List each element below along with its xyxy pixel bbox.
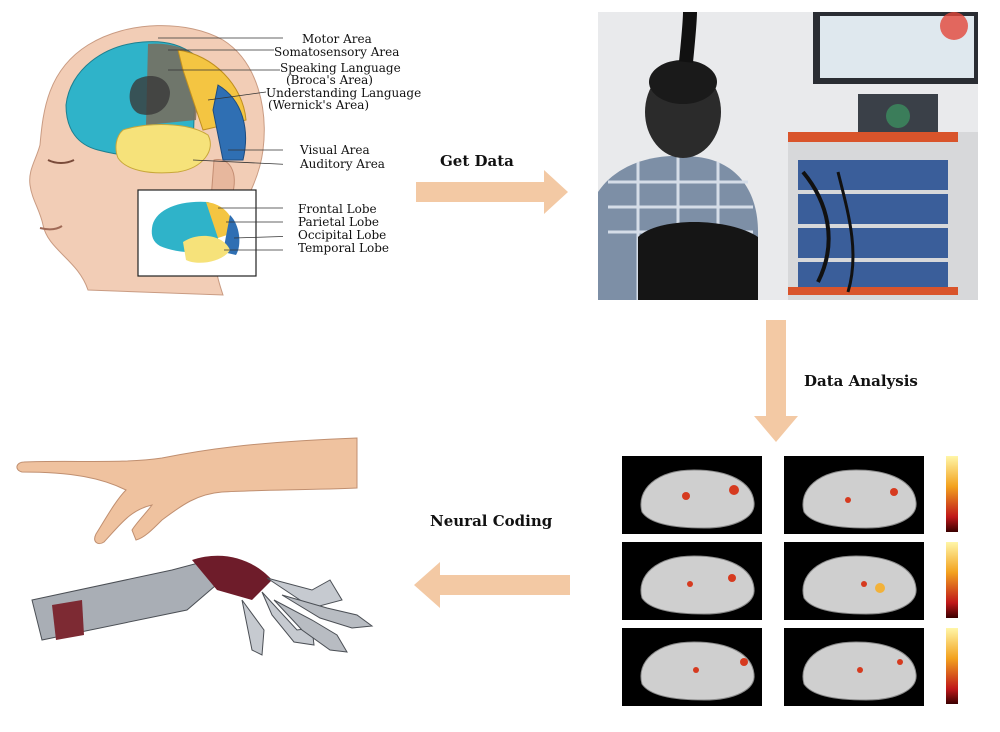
label-temporal-lobe: Temporal Lobe: [298, 241, 389, 255]
label-auditory-area: Auditory Area: [300, 157, 385, 171]
label-visual-area: Visual Area: [300, 143, 370, 157]
label-understanding-language: Understanding Language: [266, 86, 422, 100]
label-brocas-area: (Broca's Area): [286, 73, 373, 87]
brain-activation-maps: [594, 450, 984, 712]
eeg-recording-photo: [598, 12, 978, 300]
label-somatosensory-area: Somatosensory Area: [274, 45, 400, 59]
label-frontal-lobe: Frontal Lobe: [298, 202, 377, 216]
human-and-robotic-hand-illustration: [12, 430, 402, 690]
label-data-analysis: Data Analysis: [804, 372, 918, 390]
arrow-down-icon: [754, 320, 798, 442]
label-speaking-language: Speaking Language: [280, 61, 401, 75]
label-motor-area: Motor Area: [302, 32, 372, 46]
label-wernicks-area: (Wernick's Area): [268, 98, 370, 112]
brain-anatomy-illustration: [18, 10, 283, 300]
label-get-data: Get Data: [440, 152, 514, 170]
label-neural-coding: Neural Coding: [430, 512, 553, 530]
label-parietal-lobe: Parietal Lobe: [298, 215, 379, 229]
arrow-left-icon: [414, 562, 570, 608]
label-occipital-lobe: Occipital Lobe: [298, 228, 387, 242]
arrow-right-icon: [416, 170, 568, 214]
